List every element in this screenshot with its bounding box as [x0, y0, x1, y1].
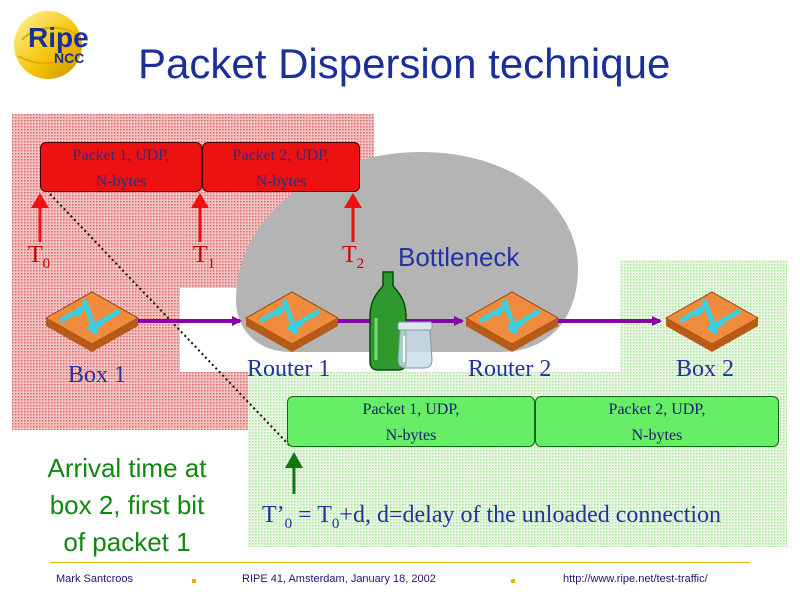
router2-icon [464, 291, 560, 352]
propagation-dotted-line [49, 193, 291, 447]
footer-divider [50, 562, 750, 563]
packet-line2: N-bytes [255, 173, 307, 190]
box2-router-icon [664, 291, 760, 352]
router2-label: Router 2 [468, 356, 552, 382]
time-arrow-t0 [31, 193, 49, 242]
bottle-icon [369, 271, 407, 371]
packet-line1: Packet 1, UDP, [72, 147, 170, 164]
bottleneck-label: Bottleneck [398, 242, 520, 272]
footer-event: RIPE 41, Amsterdam, January 18, 2002 [242, 573, 436, 585]
arrival-arrow [285, 452, 303, 494]
jar-icon [397, 321, 433, 369]
footer-url: http://www.ripe.net/test-traffic/ [563, 573, 708, 585]
sender-packet-1: Packet 1, UDP, N-bytes [40, 142, 202, 192]
packet-line1: Packet 2, UDP, [232, 147, 330, 164]
packet-line2: N-bytes [95, 173, 147, 190]
logo-main-text: Ripe [28, 22, 89, 53]
sender-packet-2: Packet 2, UDP, N-bytes [202, 142, 360, 192]
footer-separator-dot [511, 579, 515, 583]
receiver-packet-1: Packet 1, UDP, N-bytes [287, 396, 535, 447]
packet-line1: Packet 1, UDP, [362, 401, 460, 418]
delay-formula: T’0 = T0+d, d=delay of the unloaded conn… [262, 502, 722, 532]
box2-label: Box 2 [676, 356, 735, 382]
arrival-line2: box 2, first bit [49, 490, 205, 520]
footer-author: Mark Santcroos [56, 573, 134, 585]
bottleneck-cloud [236, 152, 578, 352]
router1-icon [244, 291, 340, 352]
page-title: Packet Dispersion technique [138, 40, 671, 87]
footer-separator-dot [192, 579, 196, 583]
time-arrow-t2 [344, 193, 362, 242]
packet-line2: N-bytes [385, 427, 437, 444]
time-label-t0: T0 [28, 242, 51, 272]
router1-label: Router 1 [247, 356, 331, 382]
packet-line1: Packet 2, UDP, [608, 401, 706, 418]
box1-label: Box 1 [68, 362, 127, 388]
arrival-description: Arrival time at box 2, first bit of pack… [22, 450, 232, 561]
arrival-line1: Arrival time at [47, 453, 207, 483]
arrival-line3: of packet 1 [63, 527, 191, 557]
packet-line2: N-bytes [631, 427, 683, 444]
time-arrow-t1 [191, 193, 209, 242]
logo-sub-text: NCC [54, 50, 85, 66]
ripe-ncc-logo [14, 11, 82, 79]
box1-router-icon [44, 291, 140, 352]
time-label-t1: T1 [193, 242, 216, 272]
receiver-packet-2: Packet 2, UDP, N-bytes [535, 396, 779, 447]
time-label-t2: T2 [342, 242, 365, 272]
